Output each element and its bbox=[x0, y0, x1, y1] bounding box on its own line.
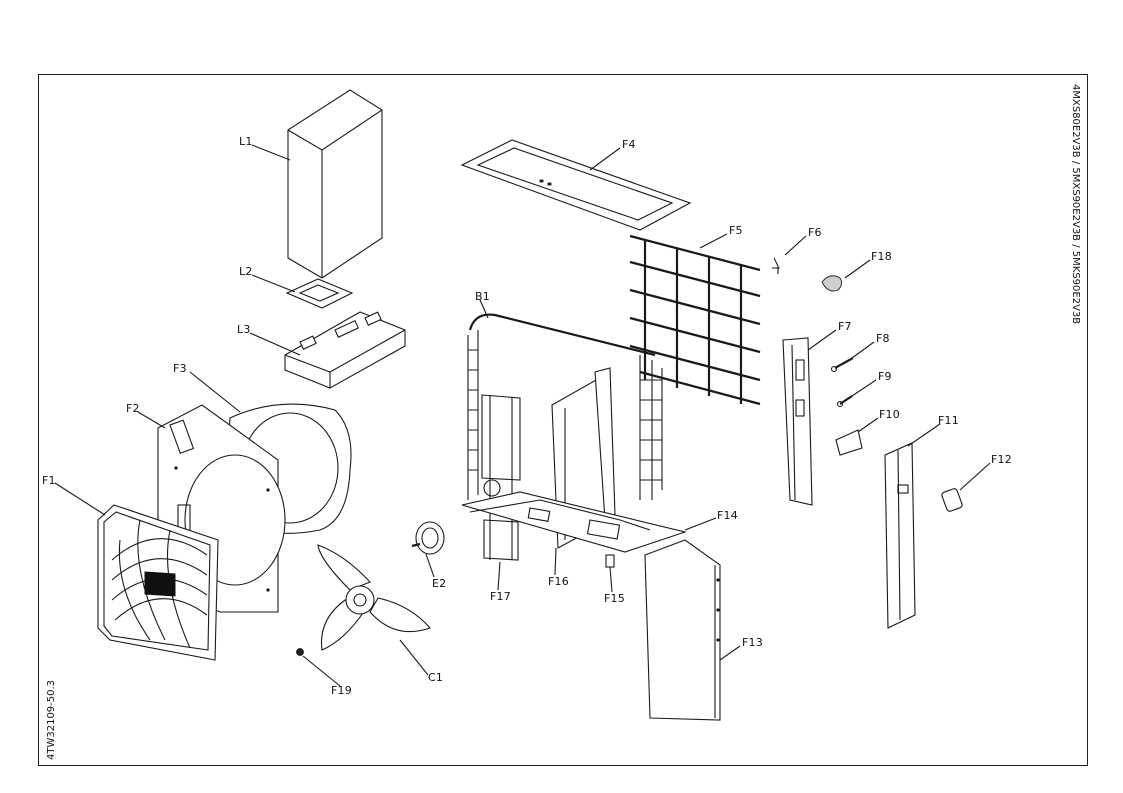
label-l3: L3 bbox=[237, 323, 251, 336]
drawing-code: 4TW32109-50.3 bbox=[46, 680, 57, 760]
label-f17: F17 bbox=[490, 590, 511, 603]
part-e2-fan-motor bbox=[411, 521, 445, 555]
part-f8-valve bbox=[830, 357, 854, 373]
part-b1-heat-exchanger bbox=[467, 313, 663, 500]
label-f1: F1 bbox=[42, 474, 56, 487]
part-l3-tray bbox=[284, 311, 406, 389]
label-f4: F4 bbox=[622, 138, 636, 151]
label-f15: F15 bbox=[604, 592, 625, 605]
part-f9-valve bbox=[836, 395, 853, 408]
drawing-frame bbox=[38, 74, 1088, 766]
model-list-title: 4MXS80E2V3B / 5MXS90E2V3B / 5MKS90E2V3B bbox=[1070, 84, 1081, 325]
label-f8: F8 bbox=[876, 332, 890, 345]
drawing-code-text: 4TW32109-50.3 bbox=[46, 679, 57, 760]
part-l2-frame bbox=[285, 278, 354, 309]
part-f17-bracket bbox=[481, 394, 521, 561]
part-f18-cap bbox=[821, 275, 843, 292]
label-f12: F12 bbox=[991, 453, 1012, 466]
label-f3: F3 bbox=[173, 362, 187, 375]
label-f18: F18 bbox=[871, 250, 892, 263]
label-f7: F7 bbox=[838, 320, 852, 333]
part-f5-wire-grid bbox=[629, 234, 761, 406]
label-b1: B1 bbox=[475, 290, 490, 303]
part-f12-handle bbox=[941, 488, 963, 512]
part-c1-propeller-fan bbox=[317, 544, 431, 651]
label-f6: F6 bbox=[808, 226, 822, 239]
label-l1: L1 bbox=[239, 135, 253, 148]
part-f13-side-panel bbox=[644, 539, 721, 721]
label-f11: F11 bbox=[938, 414, 959, 427]
label-f2: F2 bbox=[126, 402, 140, 415]
label-f19: F19 bbox=[331, 684, 352, 697]
label-l2: L2 bbox=[239, 265, 253, 278]
label-f14: F14 bbox=[717, 509, 738, 522]
part-f11-side-panel bbox=[884, 442, 916, 629]
label-f16: F16 bbox=[548, 575, 569, 588]
leader-lines bbox=[54, 144, 991, 687]
label-f5: F5 bbox=[729, 224, 743, 237]
label-e2: E2 bbox=[432, 577, 447, 590]
part-f7-valve-plate bbox=[782, 337, 813, 506]
part-l1-cover-box bbox=[287, 89, 383, 279]
label-f9: F9 bbox=[878, 370, 892, 383]
label-f13: F13 bbox=[742, 636, 763, 649]
part-f4-top-plate bbox=[460, 139, 692, 231]
part-f6-clip bbox=[772, 257, 780, 274]
part-f14-base-pan bbox=[461, 491, 687, 553]
label-f10: F10 bbox=[879, 408, 900, 421]
part-f19-nut bbox=[296, 648, 304, 656]
part-f10-cover bbox=[835, 429, 863, 456]
label-c1: C1 bbox=[428, 671, 444, 684]
part-f15-tab bbox=[605, 554, 615, 568]
part-f1-fan-grille bbox=[97, 504, 219, 661]
